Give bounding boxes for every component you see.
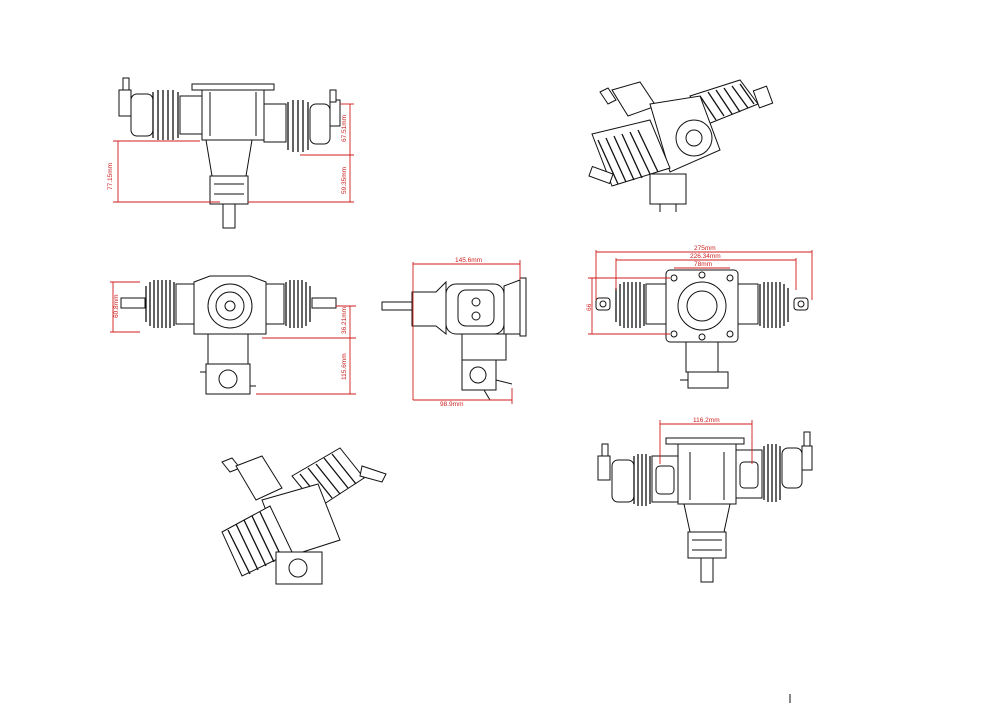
dim-top-shaft: 59.35mm <box>341 167 348 194</box>
rear-view: 60.8mm 36.21mm 115.6mm <box>110 275 356 395</box>
front-view: 275mm 226.34mm 78mm 66 <box>586 245 813 389</box>
dim-top-cylinder: 67.51mm <box>341 115 348 142</box>
dim-side-depth: 98.9mm <box>440 401 463 408</box>
dim-side-length: 145.6mm <box>455 257 482 264</box>
dim-front-mount-height: 66 <box>586 303 593 311</box>
dim-bottom-mount: 116.2mm <box>693 417 720 424</box>
dim-top-height: 77.15mm <box>107 163 114 190</box>
iso-view-upper <box>588 79 774 212</box>
top-view: 77.15mm 59.35mm 67.51mm <box>107 77 354 229</box>
dim-rear-height: 115.6mm <box>341 353 348 380</box>
dim-front-mount: 78mm <box>694 261 712 268</box>
bottom-view: 116.2mm <box>597 417 813 583</box>
dim-front-overall: 275mm <box>694 245 716 252</box>
side-view: 145.6mm 98.9mm <box>381 257 527 408</box>
dim-front-cylinders: 226.34mm <box>690 253 721 260</box>
dim-rear-cylinder: 60.8mm <box>113 295 120 318</box>
dim-rear-offset: 36.21mm <box>341 307 348 334</box>
iso-view-lower <box>221 447 387 585</box>
